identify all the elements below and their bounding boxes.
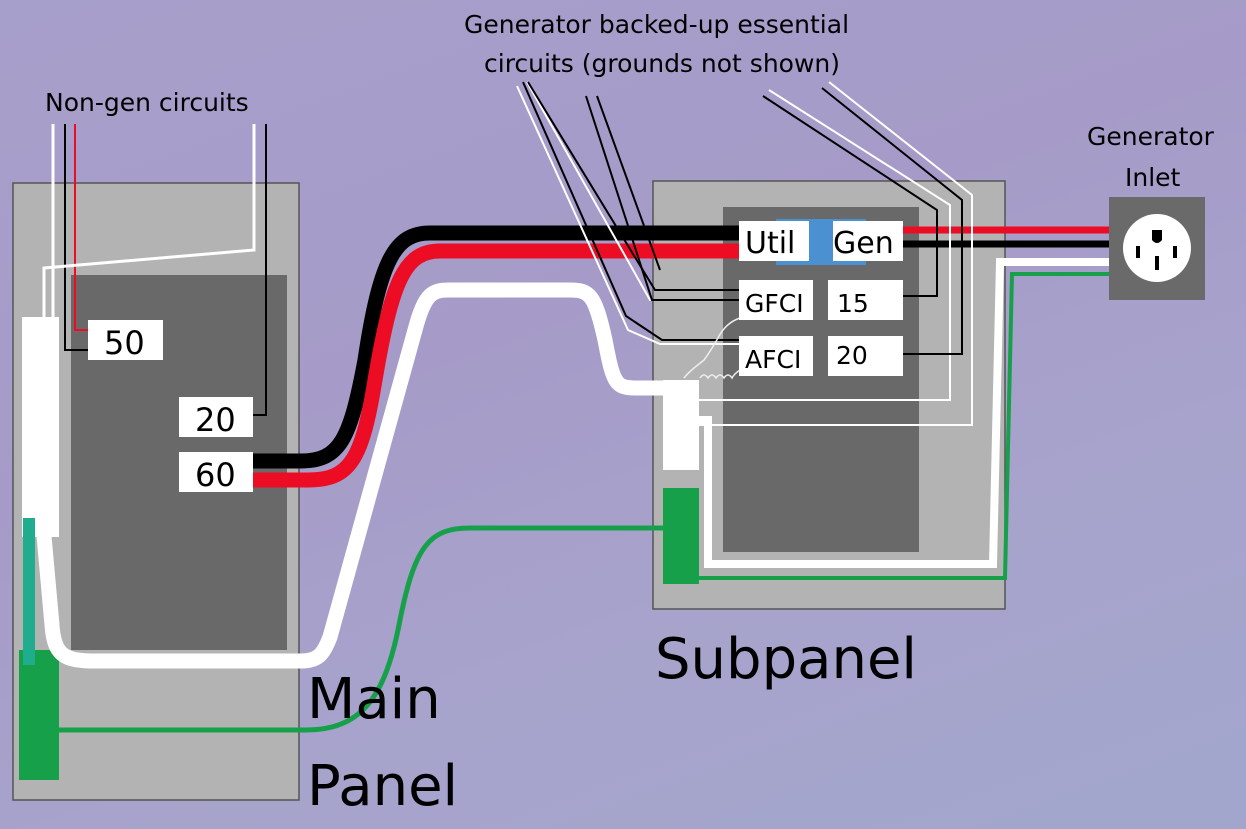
breaker-50[interactable]: 50 [88, 320, 163, 362]
slot-left [1136, 246, 1140, 258]
sub-ground-bar [663, 488, 699, 584]
breaker-60-label: 60 [195, 456, 236, 494]
breaker-20[interactable]: 20 [179, 397, 253, 439]
inlet-label-2: Inlet [1125, 163, 1181, 192]
feeder-neutral [35, 282, 665, 669]
ground-slot-icon [1152, 230, 1162, 243]
breaker-15[interactable]: 15 [828, 280, 903, 320]
non-gen-wires [42, 124, 267, 416]
gfci-breaker[interactable]: GFCI [739, 280, 813, 320]
outlet-face [1123, 214, 1191, 282]
main-panel [12, 182, 300, 801]
main-breakers: 50 20 60 [88, 320, 253, 494]
essential-circuit-wires [516, 81, 973, 426]
slot-neutral [1155, 256, 1159, 270]
breaker-sub-20-label: 20 [836, 341, 868, 370]
util-breaker[interactable]: Util [739, 221, 809, 261]
gen-circuits-label-1: Generator backed-up essential [464, 10, 849, 39]
afci-breaker[interactable]: AFCI [739, 336, 813, 376]
main-neutral-bar [22, 317, 59, 537]
util-label: Util [745, 226, 795, 261]
afci-label: AFCI [745, 345, 801, 374]
gen-label: Gen [833, 226, 894, 261]
feeder-ground [59, 525, 663, 733]
feeder-hots [252, 225, 745, 488]
breaker-60[interactable]: 60 [179, 452, 253, 494]
slot-right [1173, 246, 1177, 258]
generator-inlet[interactable] [1109, 197, 1205, 300]
breaker-15-label: 15 [837, 289, 869, 318]
gfci-label: GFCI [745, 289, 804, 318]
sub-breakers: Util Gen GFCI 15 AFCI 20 [739, 221, 903, 376]
subpanel-label: Subpanel [655, 627, 917, 692]
inlet-label-1: Generator [1087, 122, 1215, 151]
gen-circuits-label-2: circuits (grounds not shown) [484, 49, 840, 78]
gen-breaker[interactable]: Gen [833, 221, 903, 261]
sub-neutral-bar [663, 380, 699, 470]
breaker-sub-20[interactable]: 20 [828, 336, 903, 376]
main-panel-label-2: Panel [307, 754, 458, 819]
main-ground-bar [19, 650, 59, 780]
breaker-50-label: 50 [104, 324, 145, 362]
pigtail-coils [683, 317, 741, 380]
main-panel-label-1: Main [307, 667, 441, 732]
non-gen-label: Non-gen circuits [45, 88, 249, 117]
breaker-20-label: 20 [195, 401, 236, 439]
